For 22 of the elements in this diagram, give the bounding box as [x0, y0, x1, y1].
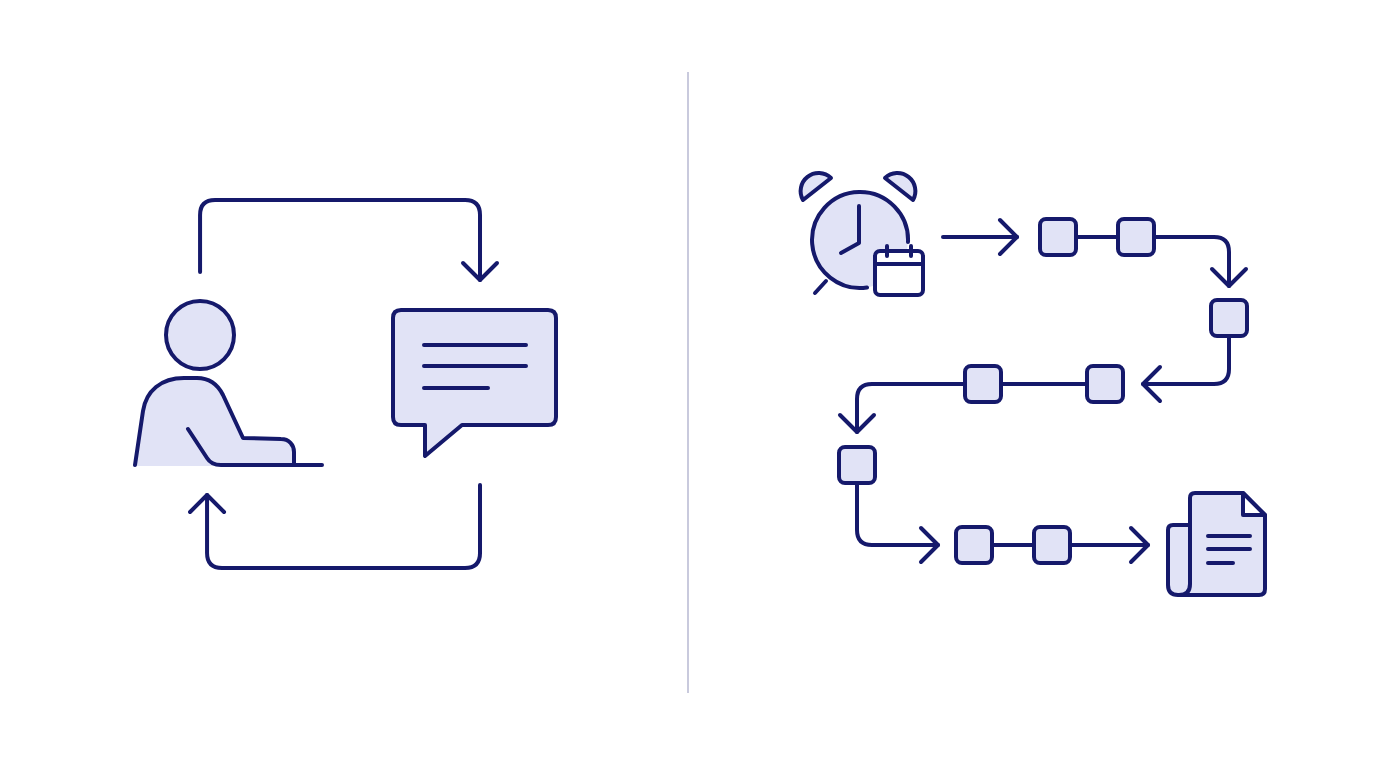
arrow: [1070, 526, 1150, 564]
arrow: [188, 483, 482, 570]
step-box: [1038, 217, 1078, 257]
step-box: [1085, 364, 1125, 404]
step-box: [954, 525, 994, 565]
arrow: [1141, 336, 1231, 403]
step-box: [837, 445, 877, 485]
step-box: [1116, 217, 1156, 257]
arrow: [1154, 235, 1248, 288]
step-box: [1032, 525, 1072, 565]
connector-line: [1076, 235, 1118, 239]
connector-line: [992, 543, 1034, 547]
connector-line: [1001, 382, 1087, 386]
document-icon: [1166, 491, 1269, 597]
person-icon: [131, 298, 325, 469]
speech-bubble-icon: [391, 308, 558, 460]
arrow: [855, 483, 940, 564]
arrow: [198, 198, 499, 282]
arrow: [941, 218, 1019, 256]
arrow: [838, 382, 965, 434]
step-box: [963, 364, 1003, 404]
step-box: [1209, 298, 1249, 338]
